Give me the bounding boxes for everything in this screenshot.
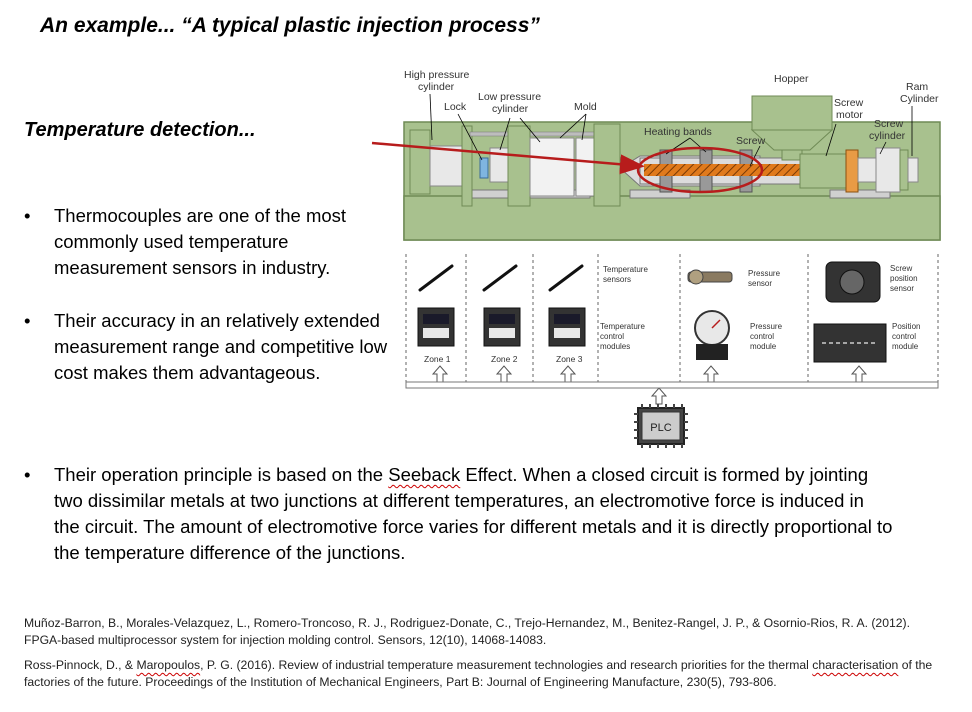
label-pressure-module-2: control [750, 332, 774, 341]
plc-chip: PLC [634, 404, 688, 448]
up-arrows [431, 365, 868, 405]
label-ram: Ram [906, 81, 928, 93]
reference-2-post: of the factories of the future. Proceedi… [24, 658, 933, 689]
label-lock: Lock [444, 101, 467, 113]
label-high-pressure-2: cylinder [418, 81, 455, 93]
label-screw-cylinder: Screw [874, 118, 904, 130]
reference-2: Ross-Pinnock, D., & Maropoulos, P. G. (2… [24, 657, 944, 691]
label-temp-modules-2: control [600, 332, 624, 341]
plc-label: PLC [650, 422, 671, 434]
label-temp-modules: Temperature [600, 322, 645, 331]
label-hopper: Hopper [774, 73, 809, 85]
reference-2-pre: Ross-Pinnock, D., & [24, 658, 137, 672]
low-pressure-cylinder [489, 125, 531, 207]
zone-2-label: Zone 2 [491, 354, 518, 364]
screw-cylinder [857, 147, 901, 193]
pressure-gauge-icon [694, 310, 730, 360]
label-screw: Screw [736, 135, 766, 147]
temperature-arrow [371, 141, 645, 175]
section-subtitle: Temperature detection... [24, 119, 256, 141]
reference-2-word: characterisation [812, 658, 899, 672]
label-pressure-module: Pressure [750, 322, 783, 331]
label-temp-modules-3: modules [600, 342, 630, 351]
label-ram-2: Cylinder [900, 93, 939, 105]
label-mold: Mold [574, 101, 597, 113]
barrel [619, 149, 801, 193]
position-module-icon [813, 323, 887, 363]
bullet-marker: • [24, 464, 31, 485]
bullet-text-post: Effect. When a closed circuit is formed … [54, 464, 893, 563]
bullet-text-pre: Their operation principle is based on th… [54, 464, 389, 485]
sensor-labels: Temperature sensors Temperature control … [600, 264, 920, 351]
label-screw-motor-2: motor [836, 109, 863, 121]
reference-2-author: Maropoulos [136, 658, 201, 672]
temperature-controller-icons [417, 307, 586, 347]
label-high-pressure: High pressure [404, 69, 470, 81]
label-screw-cylinder-2: cylinder [869, 130, 906, 142]
label-temp-sensors-2: sensors [603, 275, 631, 284]
bullet-text: Thermocouples are one of the most common… [54, 205, 347, 278]
bullet-text: Their operation principle is based on th… [54, 462, 894, 566]
bullet-marker: • [24, 310, 31, 331]
screw-motor [799, 149, 859, 193]
label-low-pressure: Low pressure [478, 91, 541, 103]
pressure-sensor-icon [687, 269, 733, 285]
seeback-word: Seeback [388, 464, 461, 485]
screw-position-sensor-icon [825, 261, 881, 303]
bullet-text: Their accuracy in an relatively extended… [54, 310, 388, 383]
sensor-panel [405, 254, 939, 386]
label-temp-sensors: Temperature [603, 265, 648, 274]
bullet-operation-principle: • Their operation principle is based on … [24, 462, 894, 566]
zone-1-label: Zone 1 [424, 354, 451, 364]
zone-3-label: Zone 3 [556, 354, 583, 364]
lock-block [479, 157, 489, 179]
bullet-accuracy: • Their accuracy in an relatively extend… [24, 308, 394, 386]
reference-1: Muñoz-Barron, B., Morales-Velazquez, L.,… [24, 616, 910, 647]
label-heating-bands: Heating bands [644, 126, 712, 138]
label-pressure-sensor-2: sensor [748, 279, 772, 288]
label-low-pressure-2: cylinder [492, 103, 529, 115]
bullet-thermocouples: • Thermocouples are one of the most comm… [24, 203, 394, 281]
reference-2-mid: , P. G. (2016). Review of industrial tem… [200, 658, 813, 672]
bus-bar [405, 381, 939, 389]
label-screw-pos-3: sensor [890, 284, 914, 293]
label-pressure-sensor: Pressure [748, 269, 781, 278]
machine-labels: High pressure cylinder Lock Low pressure… [404, 69, 939, 147]
label-screw-motor: Screw [834, 97, 864, 109]
label-pos-module-3: module [892, 342, 919, 351]
label-pressure-module-3: module [750, 342, 777, 351]
bullet-marker: • [24, 205, 31, 226]
zone-labels: Zone 1 Zone 2 Zone 3 [424, 354, 583, 364]
hopper [750, 95, 834, 161]
ram-cylinder [899, 149, 919, 191]
label-screw-pos-2: position [890, 274, 918, 283]
label-pos-module: Position [892, 322, 920, 331]
label-pos-module-2: control [892, 332, 916, 341]
thermocouple-icons [418, 264, 584, 292]
slide-title: An example... “A typical plastic injecti… [40, 14, 540, 37]
label-screw-pos: Screw [890, 264, 912, 273]
